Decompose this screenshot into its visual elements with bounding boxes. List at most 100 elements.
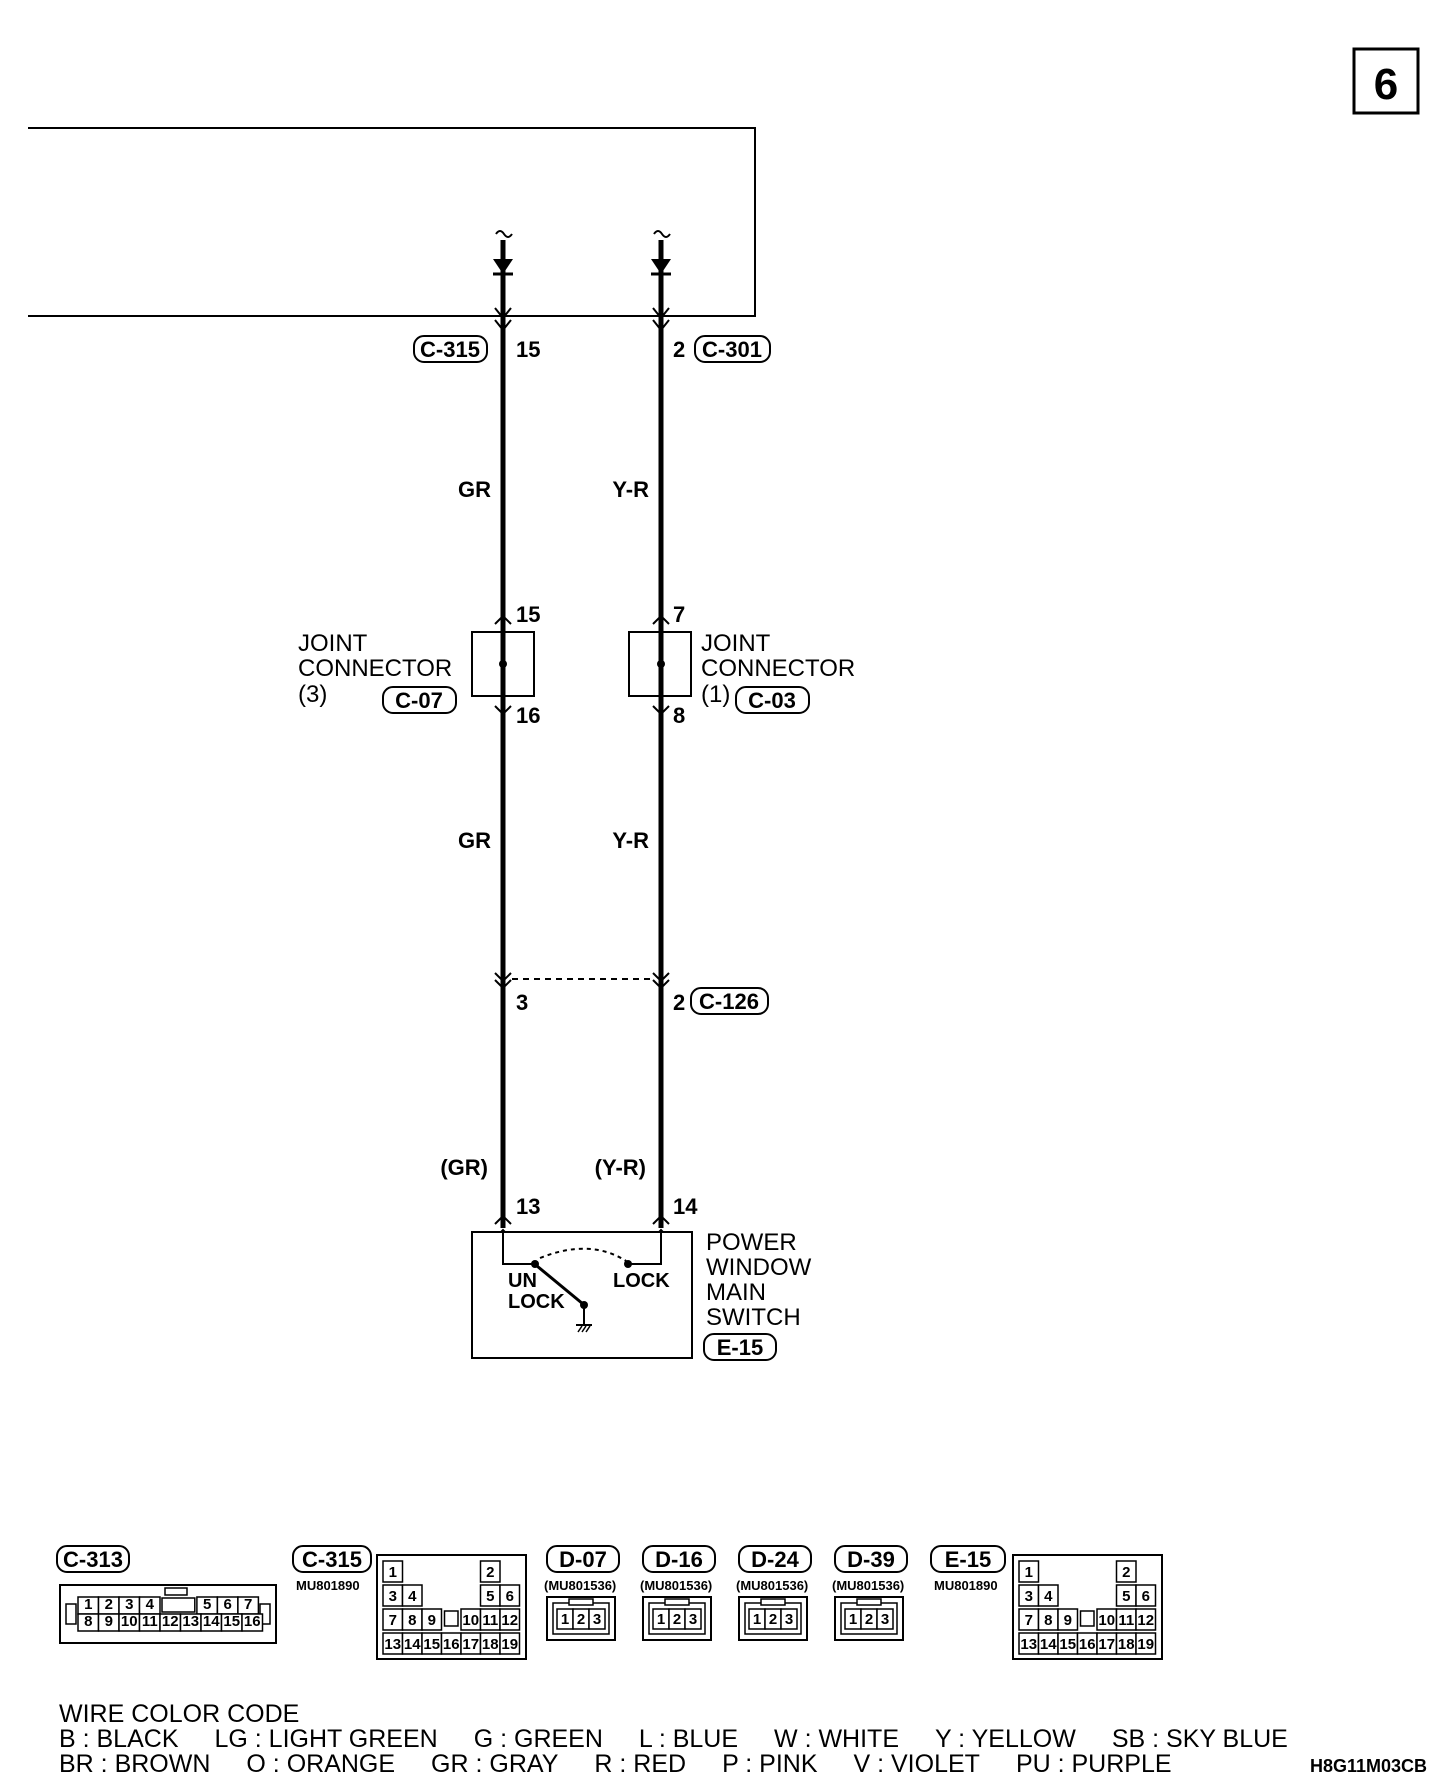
svg-text:C-03: C-03: [748, 688, 796, 713]
wire-color-code-entry: GR : GRAY: [431, 1750, 559, 1778]
connector-pin-number: 14: [203, 1613, 220, 1630]
diode-arrow-icon: [493, 259, 513, 274]
connector-pin-number: 15: [423, 1636, 440, 1653]
connector-pin-number: 6: [223, 1596, 231, 1613]
connector-callout-c-315-view: C-315: [292, 1545, 372, 1573]
connector-pin-number: 3: [125, 1596, 133, 1613]
connector-pin-number: 17: [1098, 1636, 1115, 1653]
wire-color-code-entry: P : PINK: [722, 1750, 818, 1778]
connector-pin-number: 14: [1040, 1636, 1057, 1653]
connector-callout-c-07: C-07: [382, 686, 457, 714]
connector-pin-number: 1: [1025, 1564, 1033, 1581]
wire-color-label: GR: [458, 477, 491, 502]
connector-pin-number: 1: [753, 1611, 761, 1628]
connector-pin-number: 11: [142, 1613, 158, 1630]
connector-pin-number: 7: [389, 1612, 397, 1629]
connector-pin-number: 9: [105, 1613, 113, 1630]
page-number: 6: [1374, 60, 1398, 109]
connector-pin-number: 8: [84, 1613, 92, 1630]
connector-callout-e-15-view: E-15: [930, 1545, 1006, 1573]
connector-pin-number: 3: [593, 1611, 601, 1628]
connector-pin-number: 3: [1025, 1588, 1033, 1605]
connector-chevron: [494, 705, 512, 716]
connector-pin-number: 10: [121, 1613, 138, 1630]
connector-chevron: [494, 307, 512, 320]
connector-pin-number: 8: [408, 1612, 416, 1629]
pin-number: 15: [516, 337, 540, 362]
connector-pin-number: 15: [1059, 1636, 1076, 1653]
connector-part-number: (MU801536): [544, 1578, 616, 1593]
joint-connector-1-label: JOINT CONNECTOR (1): [701, 630, 862, 708]
connector-callout-c-315: C-315: [413, 335, 488, 363]
wire-y-r: [651, 230, 671, 1239]
svg-text:C-126: C-126: [699, 989, 759, 1014]
connector-callout-d-39: D-39: [834, 1545, 908, 1573]
connector-pin-number: 18: [1118, 1636, 1135, 1653]
joint-connector-1: [628, 631, 692, 697]
connector-part-number: (MU801536): [832, 1578, 904, 1593]
connector-chevron: [494, 1214, 512, 1225]
wire-color-code-entry: L : BLUE: [638, 1725, 739, 1753]
connector-pin-number: 13: [1020, 1636, 1037, 1653]
connector-pin-number: 10: [1098, 1612, 1115, 1629]
pin-number: 7: [673, 602, 685, 627]
connector-pin-number: 1: [389, 1564, 397, 1581]
connector-callout-c-126: C-126: [690, 987, 769, 1015]
connector-pin-number: 19: [1137, 1636, 1154, 1653]
wire-color-label: GR: [458, 828, 491, 853]
pin-number: 2: [673, 337, 685, 362]
connector-chevron: [652, 307, 670, 320]
wire-color-label: Y-R: [612, 828, 649, 853]
svg-text:E-15: E-15: [717, 1335, 763, 1360]
wire-color-label: (Y-R): [595, 1155, 646, 1180]
connector-chevron: [652, 614, 670, 625]
power-window-main-switch: [471, 1231, 693, 1359]
switch-lever: [536, 1264, 584, 1306]
connector-pin-number: 16: [1079, 1636, 1096, 1653]
connector-pin-number: 16: [244, 1613, 261, 1630]
connector-pin-number: 12: [162, 1613, 179, 1630]
connector-pin-number: 5: [1122, 1588, 1130, 1605]
connector-pin-number: 5: [203, 1596, 211, 1613]
connector-pin-number: 9: [1064, 1612, 1072, 1629]
connector-pin-number: 3: [689, 1611, 697, 1628]
svg-text:C-315: C-315: [302, 1547, 362, 1572]
wire-color-code-entry: V : VIOLET: [853, 1750, 980, 1778]
connector-pin-number: 2: [769, 1611, 777, 1628]
joint-connector-3-label: JOINT CONNECTOR (3): [298, 630, 459, 708]
connector-part-number: MU801890: [296, 1578, 360, 1593]
connector-part-number: (MU801536): [736, 1578, 808, 1593]
legend-title: WIRE COLOR CODE: [59, 1700, 300, 1728]
connector-pin-number: 2: [1122, 1564, 1130, 1581]
svg-text:C-313: C-313: [63, 1547, 123, 1572]
pin-number: 15: [516, 602, 540, 627]
connector-pin-number: 3: [881, 1611, 889, 1628]
connector-pin-number: 9: [428, 1612, 436, 1629]
svg-text:D-39: D-39: [847, 1547, 895, 1572]
connector-pin-number: 2: [105, 1596, 113, 1613]
wire-break-symbol: [495, 230, 513, 238]
connector-pin-number: 10: [462, 1612, 479, 1629]
wire-color-code-entry: BR : BROWN: [59, 1750, 211, 1778]
connector-chevron: [652, 979, 670, 990]
diode-arrow-icon: [651, 259, 671, 274]
connector-chevron: [652, 319, 670, 332]
upper-module-outline: [28, 127, 756, 317]
connector-pin-number: 8: [1044, 1612, 1052, 1629]
connector-part-number: MU801890: [934, 1578, 998, 1593]
connector-pin-number: 18: [482, 1636, 499, 1653]
connector-pin-number: 7: [244, 1596, 252, 1613]
svg-text:D-24: D-24: [751, 1547, 799, 1572]
connector-chevron: [652, 705, 670, 716]
connector-pin-number: 6: [506, 1588, 514, 1605]
connector-pin-number: 11: [482, 1612, 498, 1629]
pin-number: 16: [516, 703, 540, 728]
